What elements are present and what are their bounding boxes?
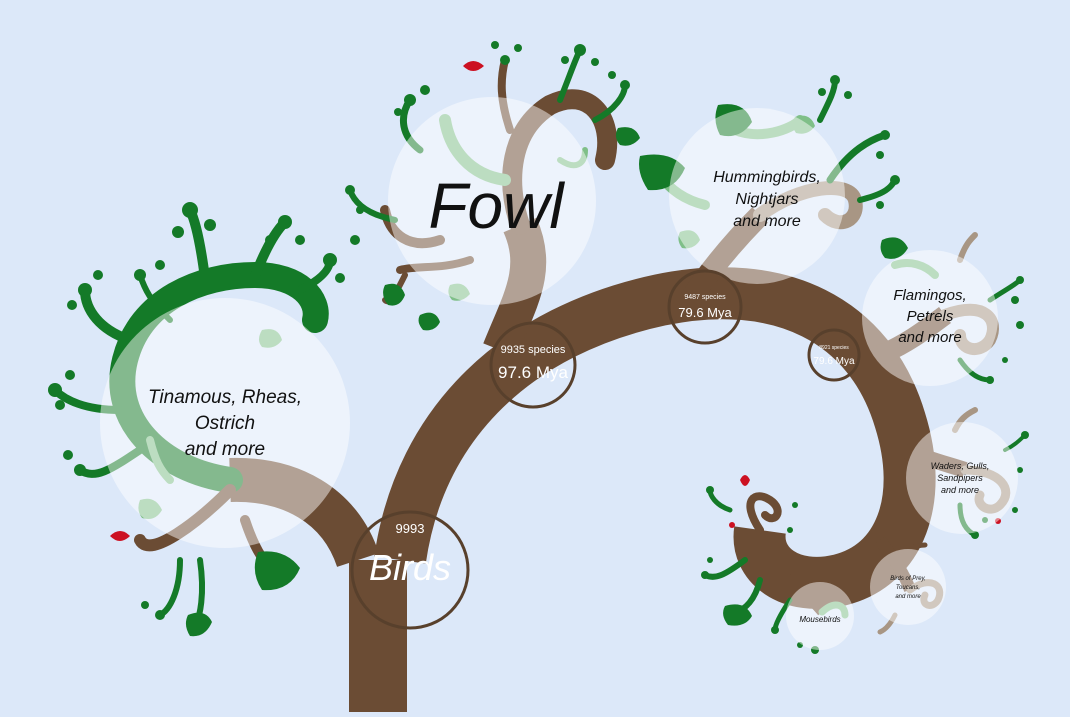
- node-circle-n2: [667, 269, 743, 345]
- main-arch-branch: [374, 267, 936, 609]
- clade-labels: Fowl Tinamous, Rheas, Ostrich and more H…: [148, 169, 989, 624]
- leaf-icon: [448, 283, 470, 301]
- leaf-icon: [639, 154, 685, 191]
- node-age: 79.6 Mya: [678, 305, 732, 320]
- clade-label-flamingos-line2: Petrels: [907, 308, 954, 325]
- leaves: [138, 104, 908, 637]
- node-species: 9487 species: [684, 294, 726, 301]
- clade-label-waders-line2: Sandpipers: [937, 473, 983, 483]
- clade-label-waders-line3: and more: [941, 485, 979, 495]
- node-circle-n3: [807, 328, 861, 382]
- node-labels: 9993 Birds 9935 species 97.6 Mya 9487 sp…: [369, 294, 855, 588]
- node-age: 79.6 Mya: [813, 356, 855, 367]
- fruit-icon: [740, 475, 750, 486]
- leaf-icon: [383, 283, 405, 306]
- branch-to-paleognaths: [229, 457, 379, 568]
- node-circle-n1: [489, 321, 577, 409]
- clade-label-waders-line1: Waders, Gulls,: [931, 461, 990, 471]
- clade-label-paleognaths-line1: Tinamous, Rheas,: [148, 387, 302, 408]
- bubble-mousebirds: [786, 582, 854, 650]
- leaf-icon: [259, 329, 282, 348]
- clade-label-hummingbirds-line1: Hummingbirds,: [713, 169, 821, 186]
- leaf-icon: [678, 230, 700, 249]
- fruits: [110, 61, 1001, 541]
- bubble-paleognaths: [100, 298, 350, 548]
- clade-label-birds-of-prey-line1: Birds of Prey,: [890, 576, 926, 582]
- leaf-icon: [792, 115, 815, 134]
- leaf-icon: [723, 604, 752, 626]
- fruit-icon: [463, 61, 484, 71]
- bubble-birds-of-prey: [870, 549, 946, 625]
- node-circle-root: [350, 510, 470, 630]
- fruit-icon: [995, 518, 1001, 524]
- clade-label-hummingbirds-line2: Nightjars: [735, 191, 798, 208]
- branch-to-flamingos: [876, 306, 951, 365]
- node-markers: [350, 269, 861, 630]
- node-species: 9935 species: [501, 344, 566, 356]
- branch-to-birds-of-prey: [875, 536, 916, 593]
- leaf-icon: [880, 237, 908, 259]
- clade-label-flamingos-line3: and more: [898, 329, 961, 346]
- bubble-flamingos: [862, 250, 998, 386]
- bubble-waders: [906, 422, 1018, 534]
- leaf-icon: [138, 498, 162, 519]
- clade-label-birds-of-prey-line2: Toucans,: [896, 585, 920, 591]
- fruit-icon: [110, 531, 130, 541]
- root-count: 9993: [396, 521, 425, 536]
- node-age: 97.6 Mya: [498, 363, 568, 382]
- clade-label-birds-of-prey-line3: and more: [895, 594, 921, 600]
- bubble-fowl: [388, 97, 596, 305]
- fruit-icon: [729, 522, 735, 528]
- twig-clusters: [48, 41, 1029, 654]
- leaf-icon: [185, 612, 212, 637]
- clade-bubbles: [100, 97, 1018, 650]
- leaf-icon: [418, 312, 440, 331]
- flamingos-crown: [891, 232, 1023, 383]
- clade-label-fowl: Fowl: [428, 170, 565, 242]
- clade-label-hummingbirds-line3: and more: [733, 213, 801, 230]
- clade-label-flamingos-line1: Flamingos,: [893, 287, 966, 304]
- clade-label-paleognaths-line2: Ostrich: [195, 413, 255, 434]
- birds-of-prey-crown: [877, 542, 944, 635]
- branch-to-mousebirds: [785, 572, 826, 616]
- leaf-icon: [715, 104, 752, 137]
- bubble-hummingbirds: [669, 108, 845, 284]
- leaf-icon: [254, 551, 300, 591]
- node-species: 8921 species: [819, 345, 849, 351]
- root-title: Birds: [369, 547, 451, 588]
- clade-label-paleognaths-line3: and more: [185, 439, 265, 460]
- clade-label-mousebirds: Mousebirds: [799, 615, 840, 624]
- leaf-icon: [615, 127, 640, 146]
- branch-to-hummingbirds: [680, 207, 768, 307]
